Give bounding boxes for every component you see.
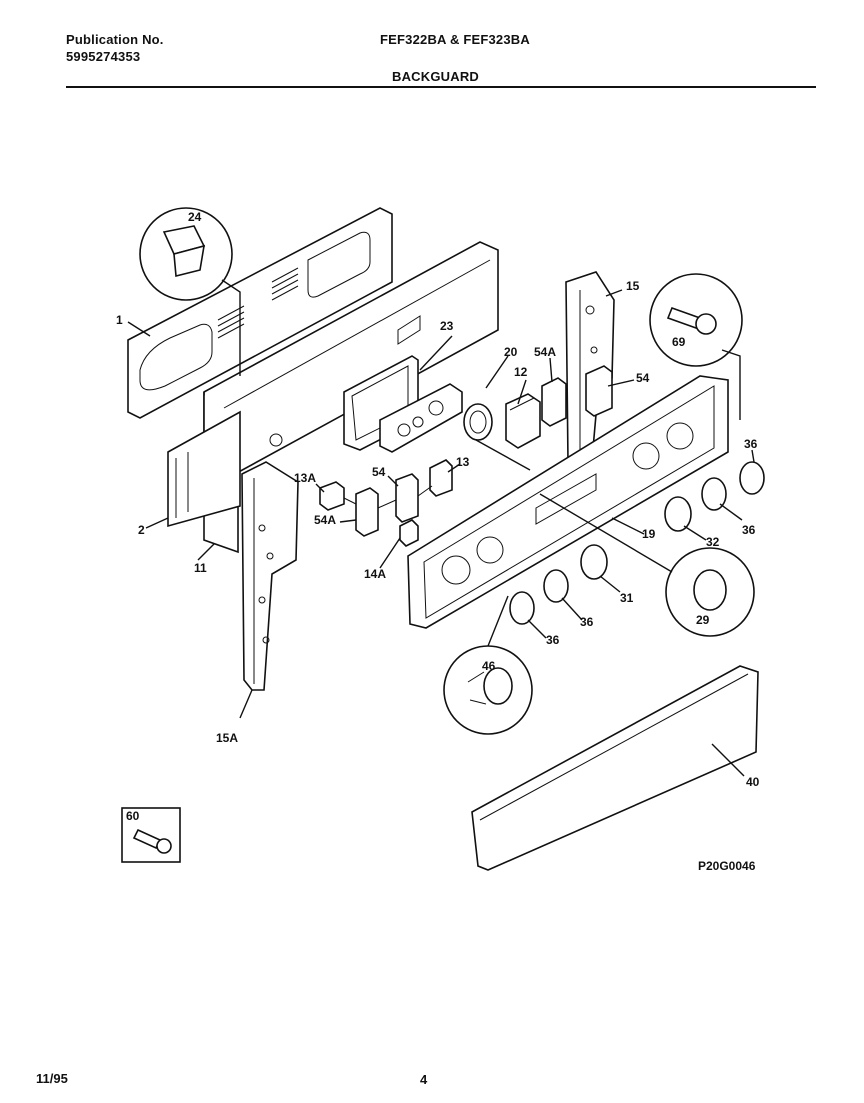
detail-screw-69 bbox=[649, 273, 743, 420]
label-54a-lower: 54A bbox=[314, 513, 336, 527]
label-1: 1 bbox=[116, 313, 123, 327]
label-46: 46 bbox=[482, 659, 496, 673]
label-36-mid: 36 bbox=[580, 615, 594, 629]
page-number: 4 bbox=[420, 1072, 428, 1087]
label-19: 19 bbox=[642, 527, 656, 541]
drawing-code: P20G0046 bbox=[698, 859, 756, 873]
label-32: 32 bbox=[706, 535, 720, 549]
label-15a: 15A bbox=[216, 731, 238, 745]
detail-knob-46 bbox=[443, 595, 533, 735]
label-12: 12 bbox=[514, 365, 528, 379]
label-54-upper: 54 bbox=[636, 371, 650, 385]
section-title: BACKGUARD bbox=[392, 69, 480, 84]
label-54-lower: 54 bbox=[372, 465, 386, 479]
switch-units-lower bbox=[319, 459, 453, 547]
label-13a: 13A bbox=[294, 471, 316, 485]
label-20: 20 bbox=[504, 345, 518, 359]
label-13: 13 bbox=[456, 455, 470, 469]
label-2: 2 bbox=[138, 523, 145, 537]
lower-trim bbox=[471, 665, 759, 871]
label-23: 23 bbox=[440, 319, 454, 333]
label-31: 31 bbox=[620, 591, 634, 605]
control-knobs bbox=[509, 461, 765, 625]
clock-timer-assembly bbox=[343, 355, 463, 453]
publication-number: 5995274353 bbox=[66, 49, 141, 64]
control-panel bbox=[407, 375, 729, 629]
detail-knob-29 bbox=[539, 493, 755, 637]
rear-panel bbox=[127, 207, 393, 419]
label-14a: 14A bbox=[364, 567, 386, 581]
label-24: 24 bbox=[188, 210, 202, 224]
leader-lines bbox=[127, 289, 755, 777]
publication-label: Publication No. bbox=[66, 32, 164, 47]
label-36-left: 36 bbox=[546, 633, 560, 647]
label-36-mid-right: 36 bbox=[742, 523, 756, 537]
left-end-bracket bbox=[241, 461, 299, 691]
detail-screw-60 bbox=[121, 807, 181, 863]
label-15: 15 bbox=[626, 279, 640, 293]
label-54a-upper: 54A bbox=[534, 345, 556, 359]
header-rule bbox=[66, 86, 816, 88]
lower-bracket bbox=[167, 410, 241, 528]
label-29: 29 bbox=[696, 613, 710, 627]
switch-units-upper bbox=[541, 365, 613, 427]
part-labels: 24 1 2 11 15A 15 23 20 54A 12 54 13A 54 … bbox=[116, 210, 760, 873]
detail-rocker-switch bbox=[139, 207, 241, 376]
footer-date: 11/95 bbox=[36, 1071, 68, 1086]
label-60: 60 bbox=[126, 809, 140, 823]
infinite-switch-rear bbox=[505, 393, 541, 449]
thermostat bbox=[463, 403, 531, 471]
label-40: 40 bbox=[746, 775, 760, 789]
label-36-right: 36 bbox=[744, 437, 758, 451]
model-numbers: FEF322BA & FEF323BA bbox=[380, 32, 530, 47]
label-69: 69 bbox=[672, 335, 686, 349]
label-11: 11 bbox=[194, 561, 207, 575]
